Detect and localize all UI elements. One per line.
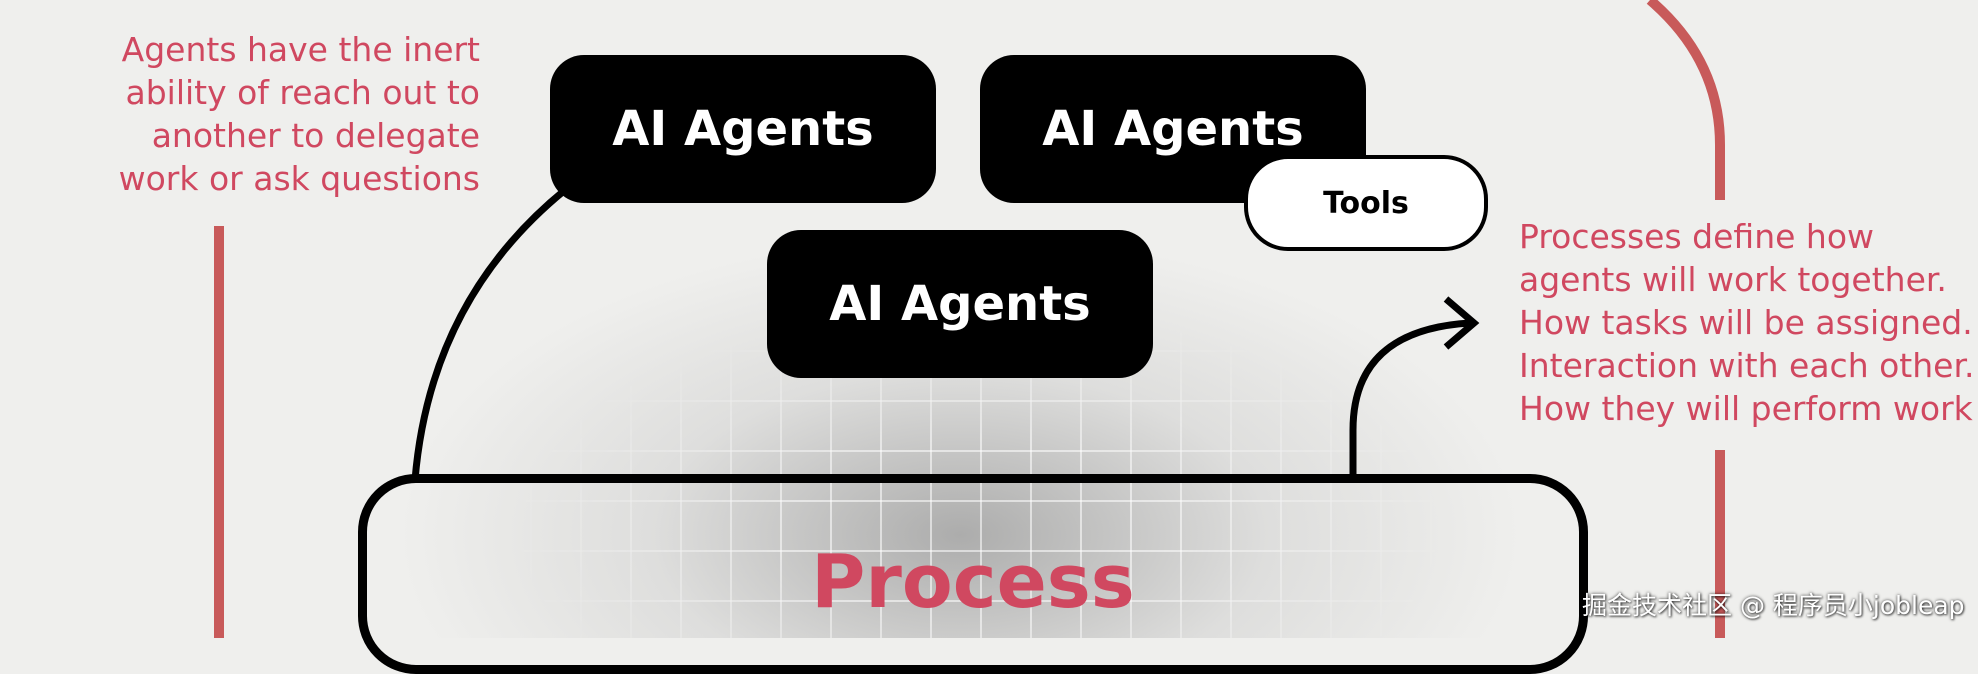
process-label: Process	[811, 539, 1135, 625]
right-bracket-top	[1646, 0, 1725, 200]
ai-agent-box-3: AI Agents	[767, 230, 1153, 378]
process-agent-arc	[411, 187, 568, 481]
process-arrow-line	[1349, 319, 1471, 478]
arrow-head-icon	[1443, 296, 1480, 350]
watermark: 掘金技术社区 @ 程序员小jobleap	[1582, 591, 1965, 620]
process-box: Process	[358, 474, 1588, 674]
tools-box: Tools	[1244, 155, 1488, 251]
agents-note: Agents have the inert ability of reach o…	[118, 30, 480, 198]
ai-agent-box-1: AI Agents	[550, 55, 936, 203]
process-note: Processes define how agents will work to…	[1519, 217, 1975, 428]
connector-lines	[214, 0, 1725, 638]
